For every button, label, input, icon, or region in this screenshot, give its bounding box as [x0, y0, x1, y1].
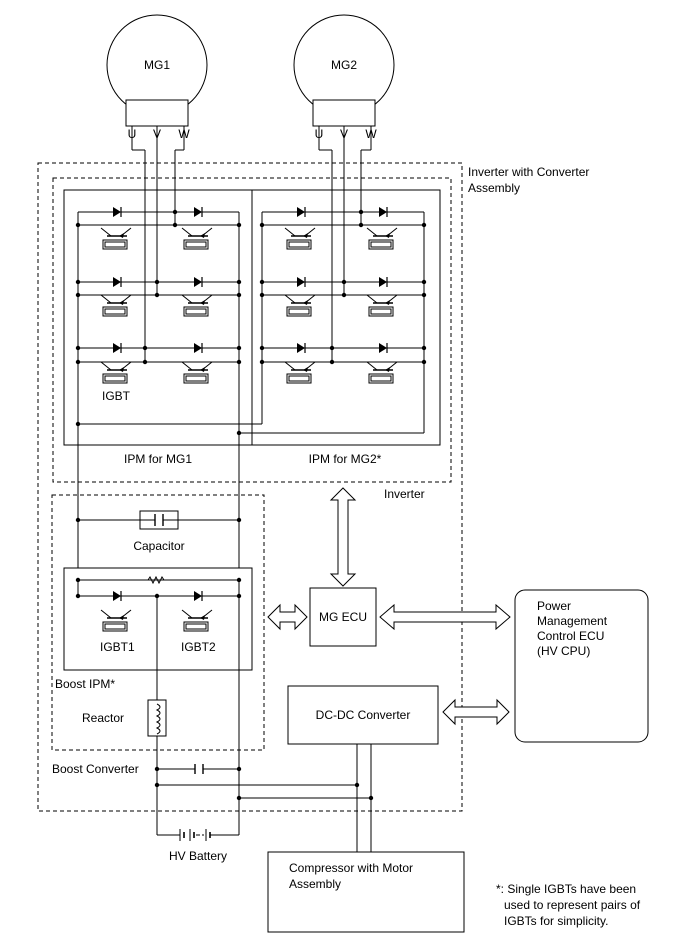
pm-ecu-line4: (HV CPU) [537, 644, 590, 658]
arrow-boost-mg-ecu [267, 603, 308, 631]
boost-ipm-label: Boost IPM* [55, 677, 115, 691]
inverter-border [52, 177, 452, 483]
mg2-motor: MG2 U V W [293, 14, 395, 141]
boost-converter-label: Boost Converter [52, 762, 139, 776]
pm-ecu-line2: Management [537, 614, 608, 628]
ipm-mg1-circuit [75, 126, 242, 433]
hv-battery-label: HV Battery [169, 849, 227, 863]
boost-converter-border [51, 494, 265, 751]
reactor [147, 699, 167, 835]
compressor-line1: Compressor with Motor [289, 861, 413, 875]
mg2-label: MG2 [331, 58, 357, 72]
assembly-label-line1: Inverter with Converter [468, 165, 589, 179]
footnote-line3: IGBTs for simplicity. [504, 914, 608, 928]
ipm-mg2-circuit [259, 126, 427, 433]
footnote-line2: used to represent pairs of [504, 898, 641, 912]
mg1-motor: MG1 U V W [106, 14, 208, 141]
hv-battery-symbol [175, 829, 220, 841]
power-management-ecu-box [514, 589, 649, 743]
compressor-line2: Assembly [289, 877, 341, 891]
arrow-inverter-mg-ecu [329, 487, 357, 587]
footnote-line1: *: Single IGBTs have been [496, 882, 636, 896]
battery-wiring [154, 764, 374, 836]
pm-ecu-line3: Control ECU [537, 629, 604, 643]
igbt-label: IGBT [102, 389, 131, 403]
capacitor-label: Capacitor [133, 539, 184, 553]
ipm-mg2-box [251, 189, 441, 446]
dcdc-compressor-wiring [356, 744, 372, 852]
dc-bus-wiring [75, 421, 424, 580]
ipm-mg2-label: IPM for MG2* [309, 452, 382, 466]
ipm-mg1-label: IPM for MG1 [124, 452, 192, 466]
capacitor [139, 510, 179, 530]
igbt2-label: IGBT2 [181, 640, 216, 654]
mg1-label: MG1 [144, 58, 170, 72]
reactor-label: Reactor [82, 711, 124, 725]
mg-ecu-box [309, 587, 377, 647]
boost-ipm-box [63, 567, 253, 671]
dcdc-converter-label: DC-DC Converter [316, 708, 411, 722]
assembly-label-line2: Assembly [468, 181, 520, 195]
igbt1-label: IGBT1 [100, 640, 135, 654]
arrow-mg-ecu-pm-ecu [379, 603, 511, 631]
ipm-mg1-box [63, 189, 253, 446]
inverter-converter-assembly-border [37, 162, 463, 812]
compressor-box [267, 851, 465, 933]
inverter-label: Inverter [384, 487, 425, 501]
pm-ecu-line1: Power [537, 599, 571, 613]
dcdc-converter-box [287, 685, 439, 745]
boost-ipm-circuit [75, 575, 242, 810]
arrow-dcdc-pm-ecu [442, 698, 510, 726]
mg-ecu-label: MG ECU [319, 610, 367, 624]
